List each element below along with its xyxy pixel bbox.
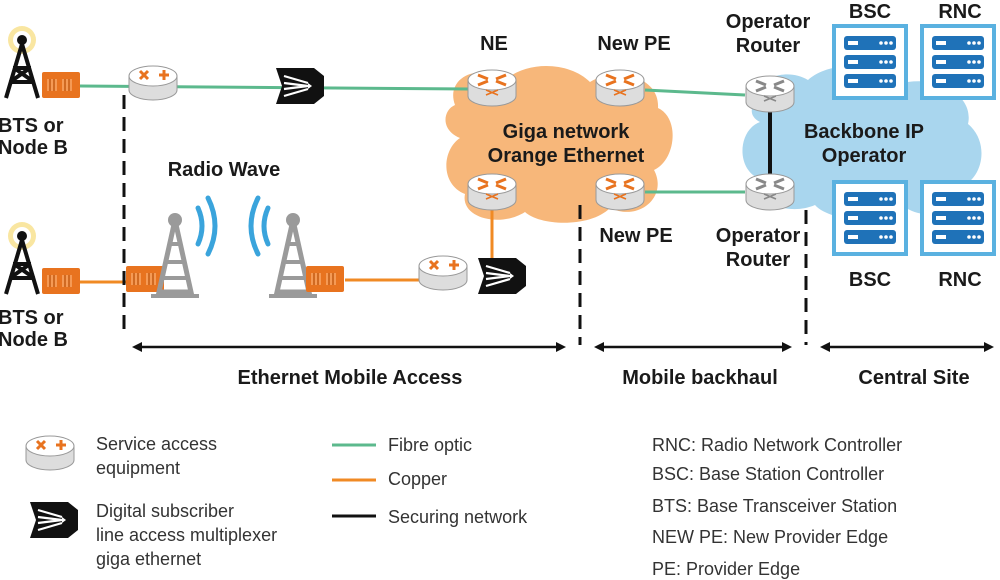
bts-tower-icon — [4, 220, 40, 296]
router-icon — [466, 172, 518, 212]
rnc-server-icon — [920, 180, 996, 256]
bts-tower-icon — [4, 24, 40, 100]
radio-wave-label: Radio Wave — [168, 159, 281, 181]
operator-router-icon — [744, 74, 796, 114]
operator-router-icon — [744, 172, 796, 212]
section-mobile-backhaul: Mobile backhaul — [622, 367, 778, 389]
abbreviation-bsc: BSC: Base Station Controller — [652, 464, 884, 484]
legend-copper-label: Copper — [388, 469, 447, 489]
equipment-box-icon — [305, 265, 345, 293]
section-central-site: Central Site — [858, 367, 969, 389]
legend-service-access-icon — [24, 434, 76, 472]
bsc-label: BSC — [849, 269, 891, 291]
bsc-server-icon — [832, 180, 908, 256]
new-pe-label: New PE — [597, 33, 670, 55]
ne-label: NE — [480, 33, 508, 55]
rnc-label: RNC — [938, 269, 981, 291]
equipment-box-icon — [41, 71, 81, 99]
rnc-label: RNC — [938, 1, 981, 23]
new-pe-router-icon — [594, 68, 646, 108]
radio-tower-icon — [151, 213, 199, 298]
section-arrows — [132, 342, 994, 352]
abbreviation-new-pe: NEW PE: New Provider Edge — [652, 527, 888, 547]
abbreviation-rnc: RNC: Radio Network Controller — [652, 435, 902, 455]
legend-fibre-label: Fibre optic — [388, 435, 472, 455]
legend-dslam-icon — [28, 500, 80, 540]
service-access-equipment-icon — [127, 64, 179, 102]
new-pe-label: New PE — [599, 225, 672, 247]
abbreviation-pe: PE: Provider Edge — [652, 559, 800, 579]
new-pe-router-icon — [594, 172, 646, 212]
section-separators — [122, 95, 808, 345]
dslam-icon — [476, 256, 528, 296]
dslam-icon — [274, 66, 326, 106]
rnc-server-icon — [920, 24, 996, 100]
service-access-equipment-icon — [417, 254, 469, 292]
bsc-server-icon — [832, 24, 908, 100]
equipment-box-icon — [41, 267, 81, 295]
abbreviation-bts: BTS: Base Transceiver Station — [652, 496, 897, 516]
section-ethernet-access: Ethernet Mobile Access — [238, 367, 463, 389]
legend-securing-label: Securing network — [388, 507, 528, 527]
ne-router-icon — [466, 68, 518, 108]
bsc-label: BSC — [849, 1, 891, 23]
copper-links — [80, 208, 494, 284]
radio-wave-icon — [195, 195, 271, 257]
